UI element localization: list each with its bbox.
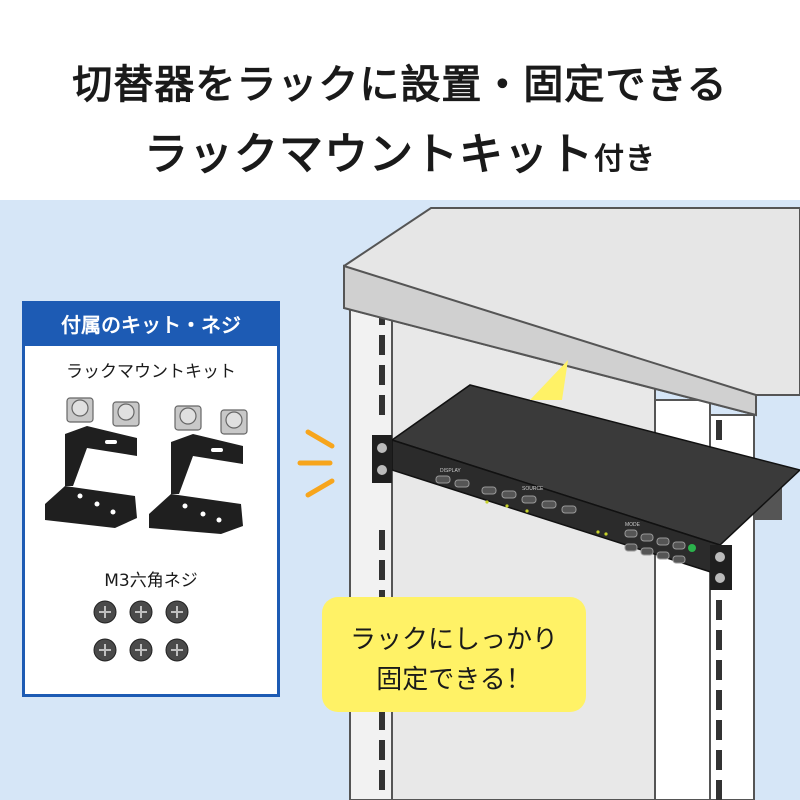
cage-nuts <box>66 397 248 435</box>
left-ear-screw-top <box>377 443 387 453</box>
kit-card: 付属のキット・ネジ ラックマウントキット M3六角ネジ <box>22 301 280 697</box>
device-label-mode: MODE <box>625 522 641 528</box>
callout-tail <box>530 360 568 400</box>
rack-mount-kit-label: ラックマウントキット <box>66 362 236 382</box>
kit-card-title: 付属のキット・ネジ <box>25 304 277 346</box>
hex-screw-crosses <box>99 606 183 656</box>
right-ear-screw-top <box>715 552 725 562</box>
headline-line-1: 切替器をラックに設置・固定できる <box>72 62 728 108</box>
device-label-source: SOURCE <box>522 486 544 492</box>
rack-left-post-holes <box>379 305 385 790</box>
device-label-display: DISPLAY <box>440 468 461 474</box>
emphasis-lines <box>297 429 335 498</box>
rack-top-lid-front <box>343 264 757 417</box>
headline-area: 切替器をラックに設置・固定できる ラックマウントキット付き <box>0 0 800 200</box>
m3-screw-label: M3六角ネジ <box>104 571 198 591</box>
right-rack-ear <box>710 545 732 590</box>
bracket-holes <box>77 440 223 523</box>
headline-line-2-main: ラックマウントキット <box>144 129 594 180</box>
left-ear-screw-bottom <box>377 465 387 475</box>
left-rack-ear <box>372 435 392 483</box>
status-leds <box>485 500 608 536</box>
rack-mount-kit-parts <box>45 397 248 534</box>
callout-bubble: ラックにしっかり 固定できる！ <box>322 597 586 712</box>
callout-line-1: ラックにしっかり <box>349 625 558 655</box>
rack-side-panel <box>391 314 656 800</box>
rack-left-post <box>349 299 393 800</box>
m3-screw-parts <box>93 600 189 662</box>
right-ear-screw-bottom <box>715 573 725 583</box>
mounting-brackets <box>45 426 243 534</box>
callout-line-2: 固定できる！ <box>376 665 532 695</box>
headline-line-2: ラックマウントキット付き <box>0 118 800 182</box>
headline-line-2-suffix: 付き <box>594 142 656 177</box>
illustration-scene: DISPLAY SOURCE MODE 付属のキット・ネジ ラックマウントキット <box>0 200 800 800</box>
power-led <box>688 544 696 552</box>
front-panel-buttons <box>435 475 686 564</box>
